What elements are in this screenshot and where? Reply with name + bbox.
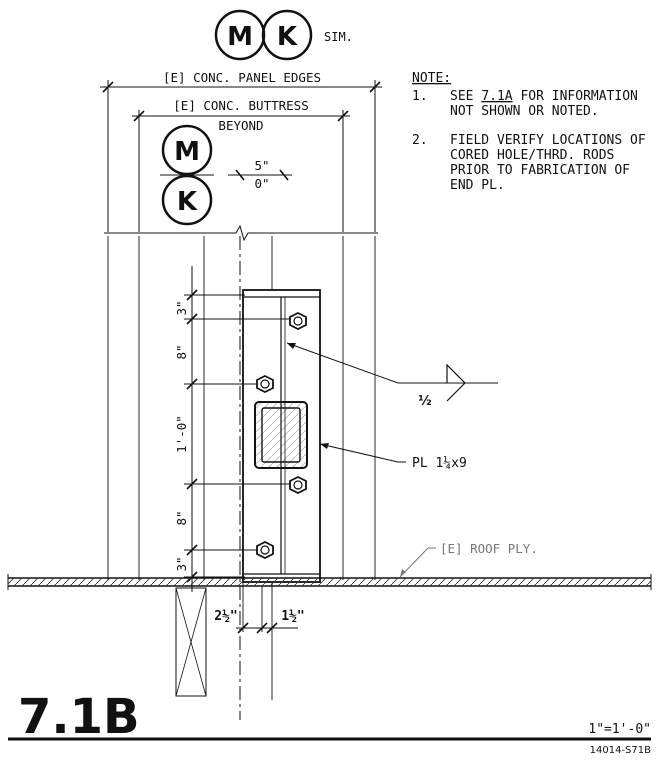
dim-8-top: 8" [174,344,189,359]
roof-slab: [E] ROOF PLY. [7,541,652,590]
offset-0-label: 0" [254,176,269,191]
hex-nut [256,374,274,394]
side-section-tags: M K [160,124,214,226]
hex-nut [256,540,274,560]
note-1-line-1: SEE 7.1A FOR INFORMATION [450,89,638,104]
beyond-label: BEYOND [218,118,263,133]
roof-ply-label: [E] ROOF PLY. [440,541,538,556]
note-2-line-1: FIELD VERIFY LOCATIONS OF [450,133,646,148]
plate-callout: PL 1¼x9 [319,443,467,471]
panel-edges-dimension: [E] CONC. PANEL EDGES [100,70,382,232]
sheet-reference: 14014-S71B [590,745,651,756]
weld-size: ½ [418,394,431,409]
side-tag-m: M [174,137,200,167]
end-plate-assembly [242,289,321,583]
dim-1-half: 1½" [281,609,304,624]
notes-heading: NOTE: [412,71,451,86]
note-1-line-2: NOT SHOWN OR NOTED. [450,104,599,119]
note-1-number: 1. [412,89,428,104]
sim-label: SIM. [324,30,353,44]
offset-5-label: 5" [254,158,269,173]
detail-number: 7.1B [18,689,140,745]
panel-edges-label: [E] CONC. PANEL EDGES [163,70,321,85]
note-2-line-4: END PL. [450,178,505,193]
note-2-number: 2. [412,133,428,148]
buttress-label: [E] CONC. BUTTRESS [173,98,308,113]
dim-2-half: 2½" [214,609,237,624]
offset-dimension: 5" 0" [228,158,292,191]
vertical-dimension-labels: 3" 8" 1'-0" 8" 3" [174,300,189,571]
buttress-dimension: [E] CONC. BUTTRESS BEYOND [132,98,350,232]
notes-block: NOTE: 1. SEE 7.1A FOR INFORMATION NOT SH… [412,71,646,193]
note-2-line-2: CORED HOLE/THRD. RODS [450,148,614,163]
note-1-reference-link: 7.1A [481,89,512,104]
tag-circle-k [261,9,313,61]
hex-nut [289,311,307,331]
weld-symbol: ½ [286,342,498,409]
dim-8-bot: 8" [174,510,189,525]
post-below [175,587,207,697]
tag-m-label: M [227,22,253,52]
scale-label: 1"=1'-0" [588,722,651,737]
vertical-dimensions [184,266,290,592]
hex-nut [289,475,307,495]
plate-label: PL 1¼x9 [412,456,467,471]
dim-3-bot: 3" [174,556,189,571]
title-block: 7.1B 1"=1'-0" 14014-S71B [8,689,651,756]
dim-1-0: 1'-0" [174,415,189,453]
tag-k-label: K [277,22,298,52]
break-line [104,224,378,242]
dim-3-top: 3" [174,300,189,315]
side-tag-k: K [177,187,198,217]
bottom-dimension [236,582,298,634]
note-2-line-3: PRIOR TO FABRICATION OF [450,163,630,178]
top-section-tags: M K SIM. [214,9,353,61]
